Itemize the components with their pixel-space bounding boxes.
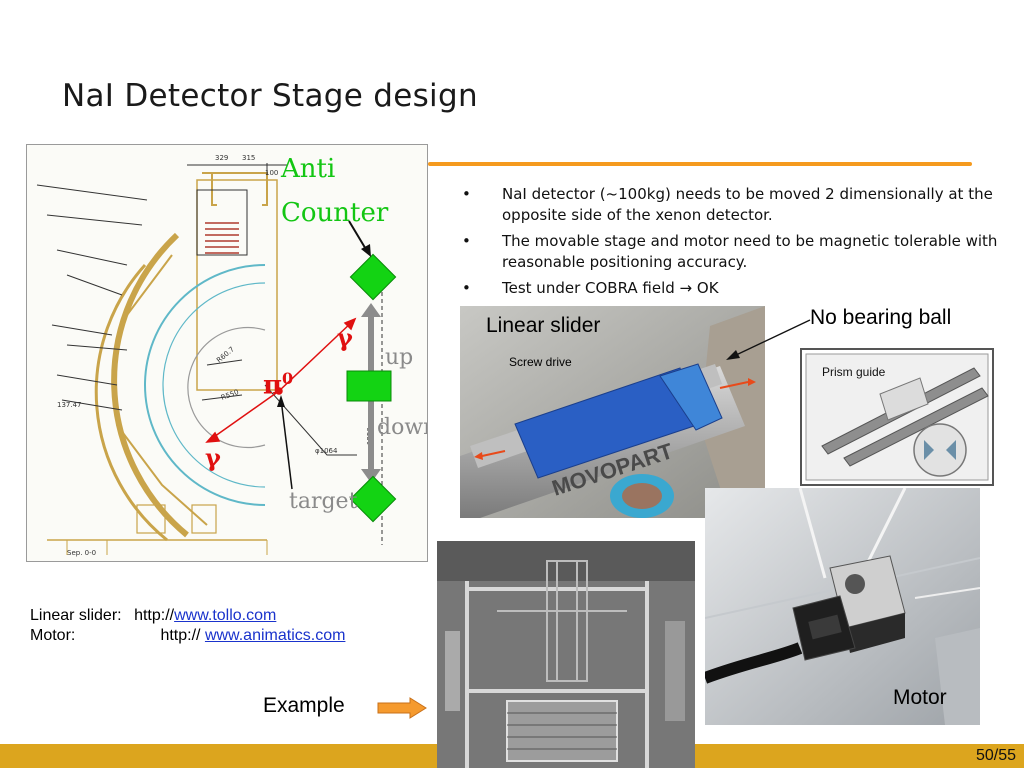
pi-superscript: 0 bbox=[282, 369, 294, 388]
dim-100: 100 bbox=[265, 169, 278, 177]
prism-guide-image bbox=[805, 353, 989, 481]
motor-image bbox=[705, 488, 980, 725]
up-label: up bbox=[385, 345, 414, 370]
example-label: Example bbox=[263, 694, 345, 717]
motor-link-prefix: http:// bbox=[160, 627, 201, 644]
accent-divider bbox=[428, 162, 972, 166]
down-label: down bbox=[377, 415, 427, 440]
gamma-top-label: γ bbox=[337, 323, 353, 352]
bullet-dot: • bbox=[462, 232, 471, 250]
bullet-dot: • bbox=[462, 185, 471, 203]
bullet-item: • Test under COBRA field → OK bbox=[462, 278, 1022, 299]
example-stage-image bbox=[437, 541, 695, 768]
dim-315: 315 bbox=[242, 154, 255, 162]
anti-counter-bottom bbox=[349, 475, 397, 523]
prism-guide-diagram: Prism guide bbox=[800, 348, 994, 486]
motor-link-url[interactable]: www.animatics.com bbox=[204, 627, 346, 644]
nai-detector-block bbox=[346, 370, 392, 402]
prism-guide-label: Prism guide bbox=[822, 365, 886, 379]
motor-link-label: Motor: bbox=[30, 627, 76, 644]
bullet-item: • NaI detector (~100kg) needs to be moved… bbox=[462, 184, 1022, 226]
no-bearing-ball-label: No bearing ball bbox=[810, 306, 952, 329]
sep-label: Sep. 0-0 bbox=[67, 549, 96, 557]
dim-137: 137.47 bbox=[57, 401, 82, 409]
anti-counter-top bbox=[349, 253, 397, 301]
example-arrow-icon bbox=[377, 697, 427, 719]
gamma-bottom-label: γ bbox=[205, 443, 221, 472]
bullet-text: NaI detector (~100kg) needs to be moved … bbox=[502, 185, 993, 224]
linear-slider-photo: MOVOPART Linear slider Screw drive bbox=[460, 306, 765, 518]
engineering-drawing-svg: 329 315 100 137.47 φ1064 R60.7 R550 1250… bbox=[36, 154, 397, 557]
gamma-rays bbox=[205, 317, 357, 443]
bullet-item: • The movable stage and motor need to be … bbox=[462, 231, 1022, 273]
callout-arrow bbox=[726, 319, 811, 360]
example-stage-photo bbox=[437, 541, 695, 768]
pi-symbol: π bbox=[263, 370, 283, 401]
dim-phi1064: φ1064 bbox=[315, 447, 338, 455]
screw-drive-caption: Screw drive bbox=[509, 355, 572, 369]
bullet-text: The movable stage and motor need to be m… bbox=[502, 232, 998, 271]
motor-link-row: Motor: http:// www.animatics.com bbox=[30, 626, 345, 646]
bullet-dot: • bbox=[462, 279, 471, 297]
anti-counter-arrow bbox=[348, 220, 371, 257]
slide-title: NaI Detector Stage design bbox=[62, 78, 478, 114]
motor-label: Motor bbox=[893, 686, 947, 709]
detector-drawing: 329 315 100 137.47 φ1064 R60.7 R550 1250… bbox=[26, 144, 428, 562]
anti-label: Anti bbox=[281, 154, 336, 184]
linear-slider-caption: Linear slider bbox=[486, 314, 601, 337]
page-number: 50/55 bbox=[975, 747, 1016, 764]
bullet-list: • NaI detector (~100kg) needs to be moved… bbox=[462, 184, 1022, 304]
motor-photo: Motor bbox=[705, 488, 980, 725]
target-label: target bbox=[289, 489, 358, 514]
linear-slider-image: MOVOPART bbox=[460, 306, 765, 518]
dim-329: 329 bbox=[215, 154, 228, 162]
links-block: Linear slider: http://www.tollo.com Moto… bbox=[30, 606, 345, 646]
target-arrow bbox=[277, 395, 293, 490]
bullet-text: Test under COBRA field → OK bbox=[502, 279, 719, 297]
counter-label: Counter bbox=[281, 198, 389, 228]
slider-link-label: Linear slider: bbox=[30, 607, 122, 624]
slider-link-row: Linear slider: http://www.tollo.com bbox=[30, 606, 345, 626]
pi-zero-label: π0 bbox=[263, 369, 293, 401]
slider-link-prefix: http:// bbox=[134, 607, 175, 624]
slider-link-url[interactable]: www.tollo.com bbox=[174, 607, 277, 624]
